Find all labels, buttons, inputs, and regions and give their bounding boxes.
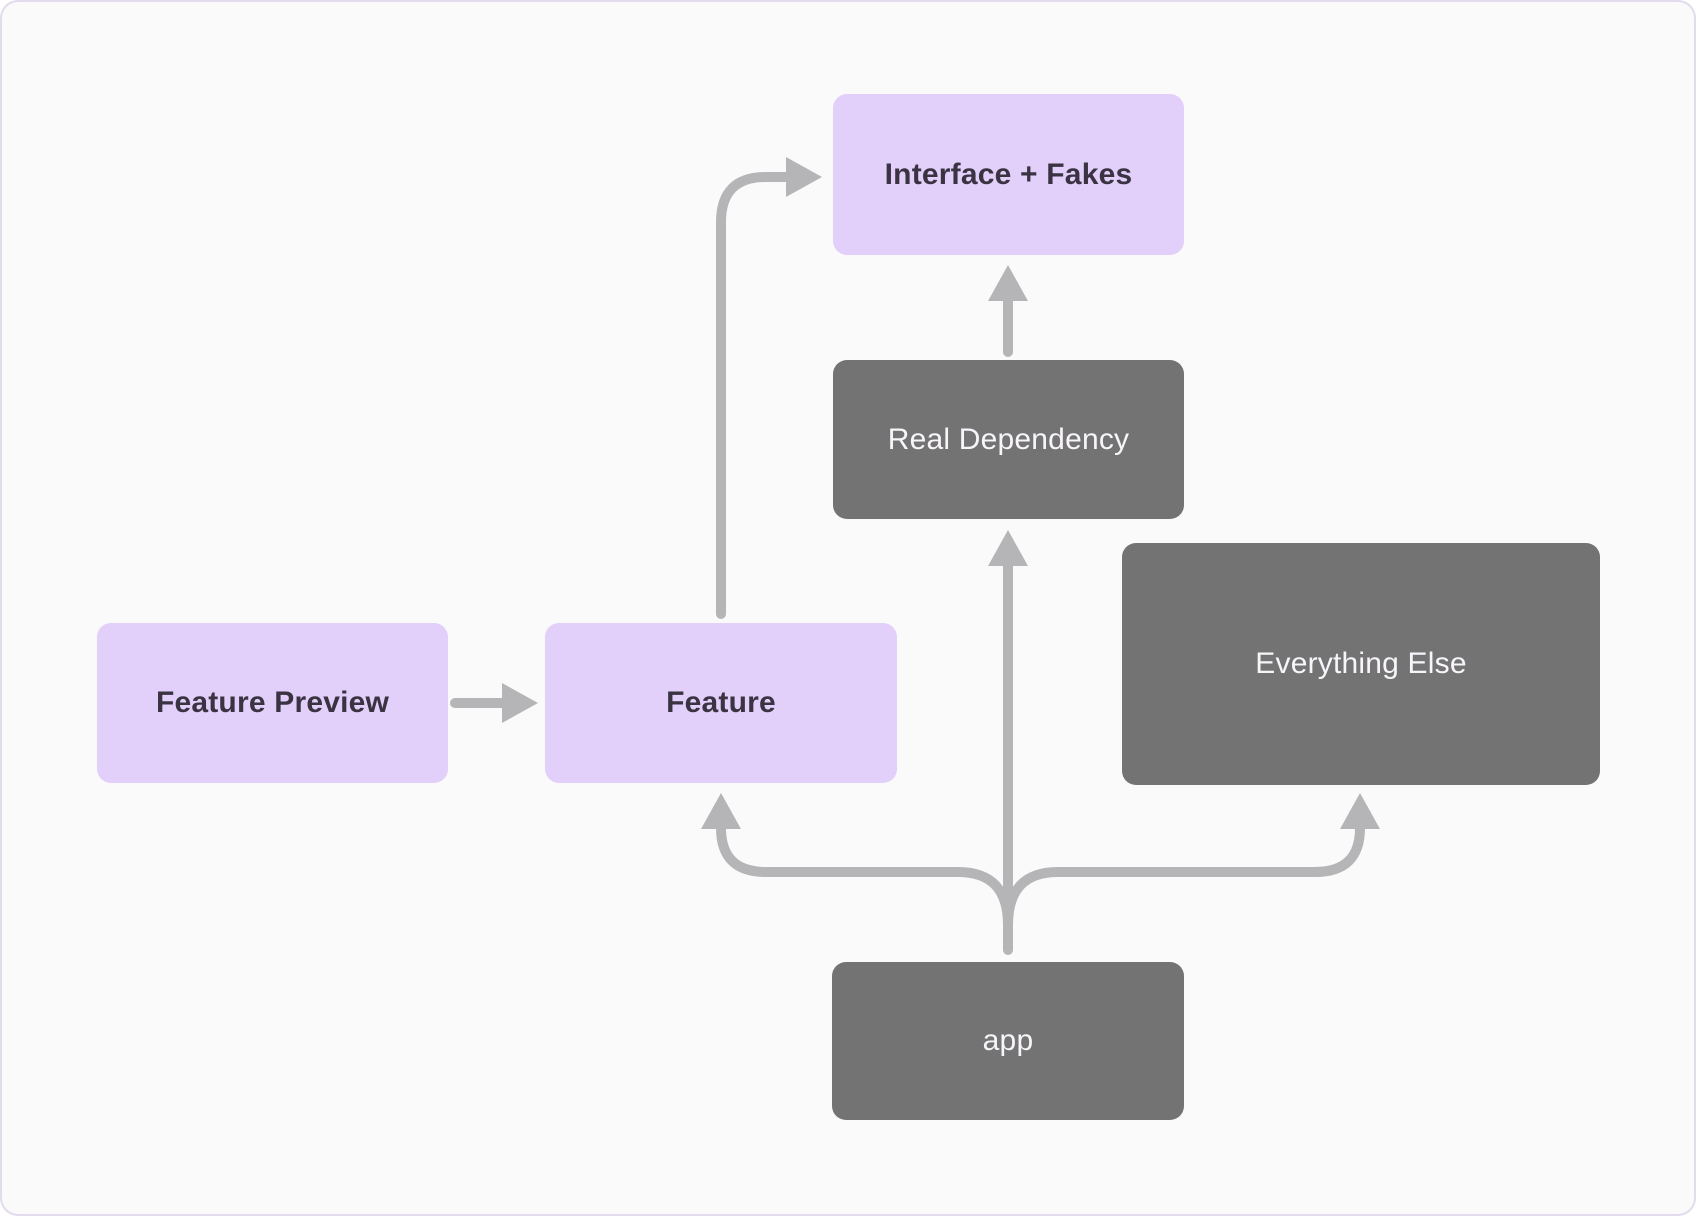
node-app: app: [832, 962, 1184, 1120]
node-feature-label: Feature: [666, 686, 776, 719]
arrow-app-to-everything-else: [1003, 793, 1380, 930]
arrow-app-to-real-dependency: [988, 530, 1028, 955]
node-interface-fakes: Interface + Fakes: [833, 94, 1184, 255]
node-real-dependency: Real Dependency: [833, 360, 1184, 519]
node-feature: Feature: [545, 623, 897, 783]
arrow-feature-to-interface-fakes: [716, 157, 822, 619]
node-everything-else-label: Everything Else: [1255, 647, 1467, 680]
node-app-label: app: [982, 1024, 1034, 1057]
node-everything-else: Everything Else: [1122, 543, 1600, 785]
node-interface-fakes-label: Interface + Fakes: [884, 157, 1133, 191]
node-feature-preview-label: Feature Preview: [155, 686, 390, 719]
node-feature-preview: Feature Preview: [97, 623, 448, 783]
node-real-dependency-label: Real Dependency: [887, 422, 1130, 456]
arrow-real-dependency-to-interface-fakes: [988, 265, 1028, 357]
arrow-app-to-feature: [701, 793, 1013, 930]
arrow-feature-preview-to-feature: [450, 683, 538, 723]
